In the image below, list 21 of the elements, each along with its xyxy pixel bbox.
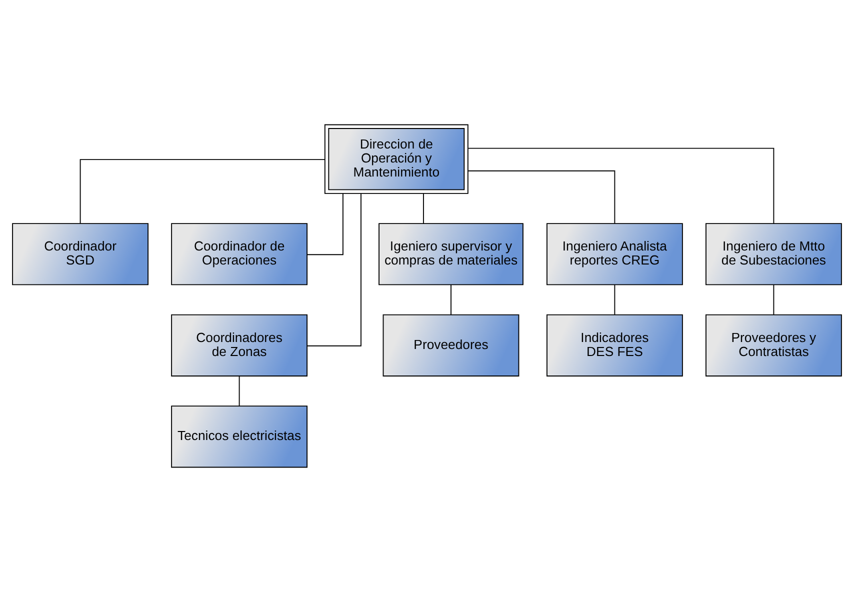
connector [614, 284, 616, 316]
connector [773, 284, 774, 316]
node-box: Tecnicos electricistas [171, 406, 308, 468]
node-box: Coordinador SGD [12, 223, 148, 286]
connector [306, 193, 344, 256]
node-box: Direccion de Operación y Mantenimiento [324, 124, 468, 194]
node-box: Coordinador de Operaciones [171, 223, 308, 286]
connector [423, 193, 424, 224]
connector [80, 159, 326, 224]
node-box: Coordinadores de Zonas [171, 314, 308, 376]
connector [238, 376, 240, 406]
node-box: Igeniero supervisor y compras de materiales [378, 223, 524, 286]
node-box: Proveedores [382, 314, 520, 376]
node-box: Indicadores DES FES [546, 314, 683, 376]
connector [306, 193, 362, 346]
connector [468, 148, 774, 224]
node-box: Ingeniero Analista reportes CREG [546, 223, 683, 286]
node-box: Proveedores y Contratistas [706, 314, 842, 376]
node-box: Ingeniero de Mtto de Subestaciones [706, 223, 842, 286]
connector [468, 170, 616, 224]
connector [450, 284, 452, 316]
